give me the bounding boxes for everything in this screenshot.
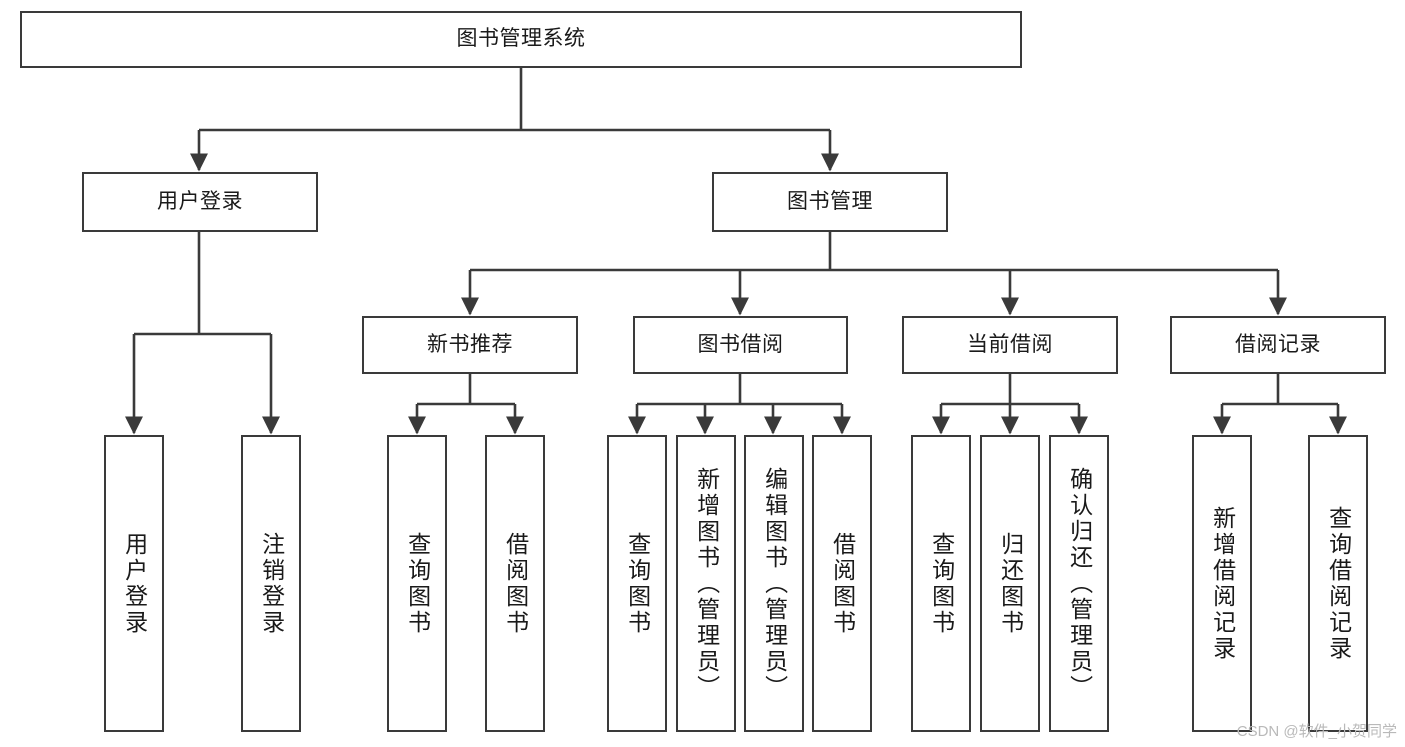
node-leaf-add-book[interactable]: 新增图书（管理员） xyxy=(676,435,736,732)
node-leaf-add-record-label: 新增借阅记录 xyxy=(1209,505,1236,662)
node-leaf-user-login-label: 用户登录 xyxy=(121,531,148,636)
node-leaf-borrow-book-2[interactable]: 借阅图书 xyxy=(812,435,872,732)
node-user-login-label: 用户登录 xyxy=(157,189,243,213)
node-leaf-logout-label: 注销登录 xyxy=(258,531,285,636)
watermark: CSDN @软件_小贺同学 xyxy=(1236,723,1397,740)
node-leaf-query-record-label: 查询借阅记录 xyxy=(1325,505,1352,662)
node-leaf-add-book-label: 新增图书（管理员） xyxy=(693,466,720,701)
node-leaf-user-login[interactable]: 用户登录 xyxy=(104,435,164,732)
node-leaf-borrow-book-2-label: 借阅图书 xyxy=(829,531,856,636)
node-leaf-add-record[interactable]: 新增借阅记录 xyxy=(1192,435,1252,732)
node-leaf-query-book-3-label: 查询图书 xyxy=(928,531,955,636)
node-leaf-confirm-return[interactable]: 确认归还（管理员） xyxy=(1049,435,1109,732)
node-book-manage[interactable]: 图书管理 xyxy=(712,172,948,232)
node-book-borrow-label: 图书借阅 xyxy=(697,332,784,356)
node-leaf-query-book-1[interactable]: 查询图书 xyxy=(387,435,447,732)
node-leaf-confirm-return-label: 确认归还（管理员） xyxy=(1066,466,1093,701)
node-leaf-return-book-label: 归还图书 xyxy=(997,531,1024,636)
node-root-label: 图书管理系统 xyxy=(456,27,586,51)
node-current-borrow[interactable]: 当前借阅 xyxy=(902,316,1118,374)
node-borrow-record-label: 借阅记录 xyxy=(1235,332,1321,356)
node-leaf-query-book-2[interactable]: 查询图书 xyxy=(607,435,667,732)
node-leaf-edit-book-label: 编辑图书（管理员） xyxy=(761,466,788,701)
node-root[interactable]: 图书管理系统 xyxy=(20,11,1022,68)
node-leaf-logout[interactable]: 注销登录 xyxy=(241,435,301,732)
node-leaf-edit-book[interactable]: 编辑图书（管理员） xyxy=(744,435,804,732)
node-leaf-borrow-book-1-label: 借阅图书 xyxy=(502,531,529,636)
node-book-manage-label: 图书管理 xyxy=(787,189,873,213)
node-book-borrow[interactable]: 图书借阅 xyxy=(633,316,848,374)
node-current-borrow-label: 当前借阅 xyxy=(967,332,1053,356)
node-leaf-borrow-book-1[interactable]: 借阅图书 xyxy=(485,435,545,732)
node-leaf-query-book-1-label: 查询图书 xyxy=(404,531,431,636)
node-leaf-query-record[interactable]: 查询借阅记录 xyxy=(1308,435,1368,732)
node-leaf-query-book-3[interactable]: 查询图书 xyxy=(911,435,971,732)
node-user-login[interactable]: 用户登录 xyxy=(82,172,318,232)
node-borrow-record[interactable]: 借阅记录 xyxy=(1170,316,1386,374)
node-new-book-rec-label: 新书推荐 xyxy=(427,332,513,356)
node-new-book-rec[interactable]: 新书推荐 xyxy=(362,316,578,374)
node-leaf-return-book[interactable]: 归还图书 xyxy=(980,435,1040,732)
node-leaf-query-book-2-label: 查询图书 xyxy=(624,531,651,636)
